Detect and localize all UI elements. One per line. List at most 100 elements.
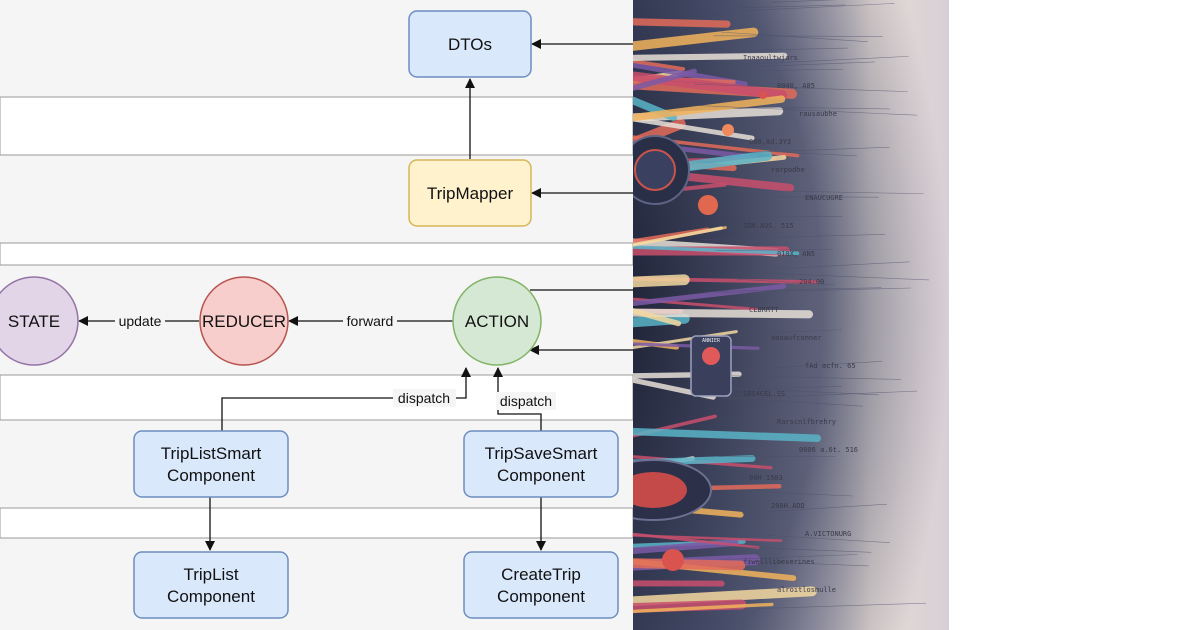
thin-streak bbox=[693, 105, 918, 116]
node-createtrip-line1: CreateTrip bbox=[501, 565, 581, 584]
node-dtos-box bbox=[408, 10, 532, 78]
node-triplistsmart-line2: Component bbox=[167, 466, 255, 485]
node-triplist-box bbox=[133, 551, 289, 619]
node-tripsavesmart-line2: Component bbox=[497, 466, 585, 485]
light-streak bbox=[633, 18, 731, 28]
thin-streak bbox=[721, 31, 868, 42]
node-action-circle bbox=[452, 276, 542, 366]
node-reducer-circle bbox=[199, 276, 289, 366]
blank-area bbox=[949, 0, 1200, 630]
thin-streak bbox=[713, 35, 883, 37]
thin-streak bbox=[694, 83, 908, 92]
thin-streak bbox=[717, 3, 895, 13]
thin-streak bbox=[756, 106, 891, 110]
thin-streak bbox=[756, 602, 927, 609]
thin-streak bbox=[748, 491, 854, 497]
thin-streak bbox=[771, 0, 837, 3]
illustration-label: 200H.ADD bbox=[771, 502, 805, 510]
node-createtrip-line2: Component bbox=[497, 587, 585, 606]
thin-streak bbox=[749, 261, 910, 271]
thin-streak bbox=[743, 216, 843, 218]
thin-streak bbox=[729, 56, 909, 66]
illustration-label: fAd acfn. 65 bbox=[805, 362, 856, 370]
thin-streak bbox=[746, 272, 930, 281]
light-streak bbox=[633, 599, 747, 613]
light-streak bbox=[633, 27, 759, 51]
thin-streak bbox=[724, 390, 918, 400]
thin-streak bbox=[722, 396, 863, 407]
node-triplistsmart-line1: TripListSmart bbox=[161, 444, 262, 463]
thin-streak bbox=[719, 68, 844, 72]
illustration-label: 0006 a.6t. 516 bbox=[799, 446, 858, 454]
illustration-label: 000,Ad.3Y3 bbox=[749, 138, 791, 146]
light-streak bbox=[633, 283, 787, 307]
light-streak bbox=[633, 427, 821, 443]
screen-card-label: ANNIER bbox=[702, 338, 721, 344]
light-streak bbox=[633, 68, 697, 91]
edge-triplistsmart-dispatch bbox=[221, 367, 471, 431]
lane-band bbox=[0, 507, 633, 539]
edge-label-forward: forward bbox=[347, 313, 394, 329]
illustration-label: 010X, AN5 bbox=[777, 250, 815, 258]
light-streak bbox=[633, 116, 755, 141]
thin-streak bbox=[753, 534, 891, 544]
disc-shape bbox=[633, 472, 687, 508]
illustration-label: A.VICTONURG bbox=[805, 530, 851, 538]
illustration-label: CEBRRTT bbox=[749, 306, 779, 314]
node-triplistsmart-box bbox=[133, 430, 289, 498]
illustration-label: 8040, A85 bbox=[777, 82, 815, 90]
illustration-label: ENAUCUGRE bbox=[805, 194, 843, 202]
illustration-label: rarpodhe bbox=[771, 166, 805, 174]
thin-streak bbox=[712, 4, 846, 9]
node-tripsavesmart-line1: TripSaveSmart bbox=[485, 444, 598, 463]
node-state-circle bbox=[0, 276, 79, 366]
light-streak bbox=[633, 602, 774, 614]
diagram-canvas: update forward dispatch dispatch DTOs Tr… bbox=[0, 10, 633, 619]
light-streak bbox=[633, 308, 682, 327]
thin-streak bbox=[734, 146, 890, 154]
thin-streak bbox=[745, 361, 883, 370]
illustration-label: 00H 1503 bbox=[749, 474, 783, 482]
node-reducer-label: REDUCER bbox=[202, 312, 286, 331]
light-streak bbox=[633, 95, 786, 122]
light-streak bbox=[633, 308, 814, 319]
node-createtrip-box bbox=[463, 551, 619, 619]
thin-streak bbox=[736, 278, 835, 286]
light-streak bbox=[633, 274, 690, 288]
illustration-label: rausaubhe bbox=[799, 110, 837, 118]
planet-shape bbox=[634, 149, 676, 191]
screen-card bbox=[690, 335, 732, 397]
thin-streak bbox=[768, 329, 842, 333]
light-streak bbox=[633, 59, 686, 71]
thin-streak bbox=[746, 560, 869, 567]
thin-streak bbox=[704, 374, 902, 380]
thin-streak bbox=[723, 189, 924, 195]
illustration-label: SDN.AUS. 515 bbox=[743, 222, 794, 230]
thin-streak bbox=[720, 554, 858, 560]
lane-band bbox=[0, 96, 633, 156]
light-streak bbox=[633, 52, 788, 61]
orb-shape bbox=[662, 549, 684, 571]
light-streak bbox=[633, 532, 760, 549]
edge-label-dispatch-right: dispatch bbox=[500, 393, 552, 409]
illustration-label: S8S4CEL.SS bbox=[743, 390, 785, 398]
thin-streak bbox=[768, 151, 858, 157]
thin-streak bbox=[726, 546, 872, 553]
node-triplist-line1: TripList bbox=[183, 565, 238, 584]
illustration-label: alroitlosmulle bbox=[777, 586, 836, 594]
illustration-label: fiwelllibeserines bbox=[743, 558, 815, 566]
thin-streak bbox=[705, 287, 882, 292]
illustration-label: aooaufconner bbox=[771, 334, 822, 342]
thin-streak bbox=[713, 287, 912, 294]
light-streak bbox=[633, 245, 800, 256]
orb-shape bbox=[759, 91, 767, 99]
node-tripsavesmart-box bbox=[463, 430, 619, 498]
node-triplist-line2: Component bbox=[167, 587, 255, 606]
thin-streak bbox=[742, 503, 888, 514]
edge-label-dispatch-left: dispatch bbox=[398, 390, 450, 406]
node-action-label: ACTION bbox=[465, 312, 529, 331]
edge-label-update: update bbox=[119, 313, 162, 329]
architecture-diagram: update forward dispatch dispatch DTOs Tr… bbox=[0, 10, 633, 619]
light-streak bbox=[633, 558, 746, 571]
